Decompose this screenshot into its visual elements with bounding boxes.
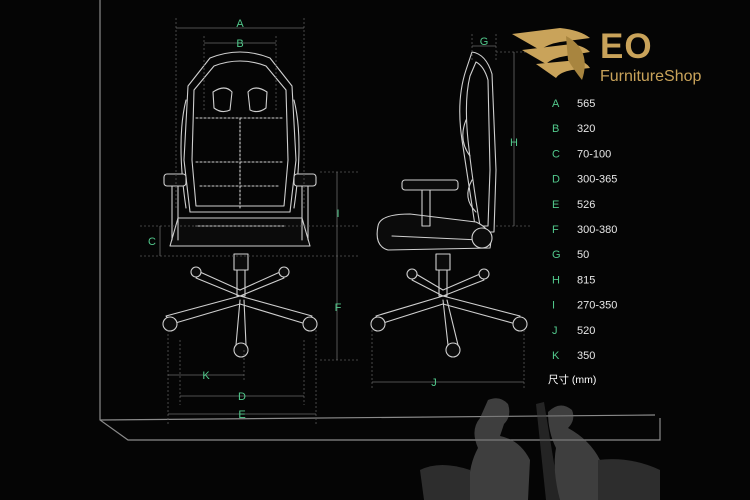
spec-letter: B: [552, 123, 559, 135]
unit-label: 尺寸 (mm): [548, 373, 596, 386]
spec-letter: D: [552, 174, 560, 186]
spec-row: D 300-365: [552, 174, 617, 186]
spec-row: B 320: [552, 123, 595, 135]
spec-value: 565: [577, 98, 595, 110]
label-a: A: [236, 18, 244, 30]
brand-logo: EO FurnitureShop: [512, 27, 701, 85]
spec-value: 300-380: [577, 224, 617, 236]
brand-subtitle: FurnitureShop: [600, 68, 701, 85]
brand-name: EO: [600, 27, 653, 66]
spec-value: 300-365: [577, 174, 617, 186]
spec-value: 350: [577, 350, 595, 362]
spec-value: 270-350: [577, 300, 617, 312]
spec-value: 70-100: [577, 148, 611, 160]
label-b: B: [236, 38, 243, 50]
spec-row: E 526: [552, 199, 595, 211]
side-dimension-lines: [371, 34, 530, 390]
spec-value: 320: [577, 123, 595, 135]
spec-value: 815: [577, 274, 595, 286]
spec-row: C 70-100: [552, 148, 611, 160]
label-h: H: [510, 137, 518, 149]
label-i: I: [336, 208, 339, 220]
label-e: E: [238, 409, 245, 421]
spec-letter: A: [552, 98, 560, 110]
spec-value: 526: [577, 199, 595, 211]
spec-row: H 815: [552, 274, 595, 286]
spec-letter: E: [552, 199, 559, 211]
label-g: G: [480, 36, 489, 48]
label-c: C: [148, 236, 156, 248]
spec-row: K 350: [552, 350, 595, 362]
spec-row: J 520: [552, 325, 595, 337]
spec-letter: G: [552, 249, 561, 261]
wing-emblem-icon: [512, 28, 590, 80]
spec-value: 520: [577, 325, 595, 337]
spec-row: I 270-350: [552, 300, 617, 312]
front-dimension-labels: A B C I F K D E: [148, 18, 342, 421]
spec-letter: F: [552, 224, 559, 236]
spec-letter: H: [552, 274, 560, 286]
spec-letter: J: [552, 325, 558, 337]
front-dimension-lines: [140, 18, 360, 425]
label-f: F: [335, 302, 342, 314]
side-dimension-labels: G H J: [431, 36, 518, 389]
seated-figures-illustration: [420, 398, 660, 500]
spec-row: A 565: [552, 98, 595, 110]
label-k: K: [202, 370, 210, 382]
label-d: D: [238, 391, 246, 403]
spec-letter: I: [552, 300, 555, 312]
spec-value: 50: [577, 249, 589, 261]
spec-row: F 300-380: [552, 224, 617, 236]
label-j: J: [431, 377, 437, 389]
spec-letter: K: [552, 350, 560, 362]
spec-letter: C: [552, 148, 560, 160]
front-view-chair: [162, 51, 318, 358]
side-view-chair: [370, 51, 528, 358]
spec-row: G 50: [552, 249, 589, 261]
